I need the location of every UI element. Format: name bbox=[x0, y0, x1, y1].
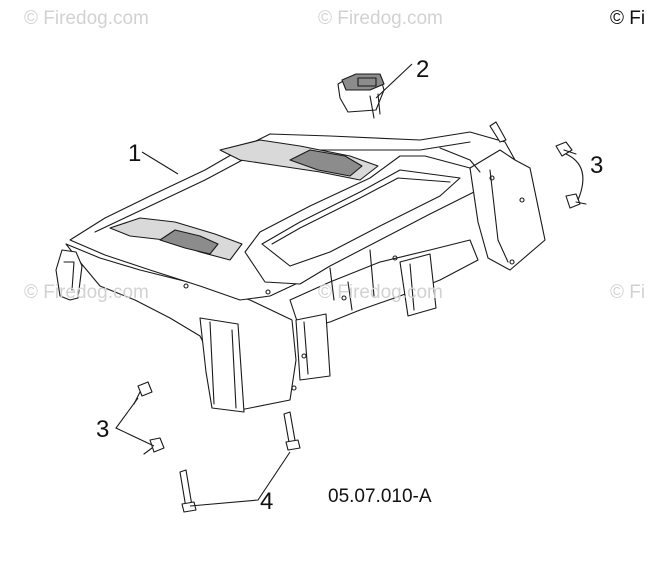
callout-part-3-left: 3 bbox=[96, 416, 110, 443]
watermark: © Fi bbox=[610, 8, 646, 29]
callout-part-3-right: 3 bbox=[590, 152, 604, 179]
leader-part-3-right bbox=[565, 153, 584, 201]
callout-part-2: 2 bbox=[416, 56, 430, 83]
leader-part-3-left bbox=[115, 397, 155, 447]
part-4-bolts bbox=[179, 411, 301, 513]
callout-part-1: 1 bbox=[128, 140, 142, 167]
part-2-switch bbox=[337, 73, 385, 119]
callout-part-4: 4 bbox=[260, 488, 274, 515]
leader-part-2 bbox=[375, 63, 413, 99]
part-3-bolts-left bbox=[133, 381, 165, 455]
watermark: © Fi bbox=[610, 282, 646, 303]
watermark: © Firedog.com bbox=[318, 8, 443, 29]
part-1-console bbox=[55, 121, 546, 413]
watermark: © Firedog.com bbox=[318, 282, 443, 303]
part-3-bolts-right bbox=[555, 141, 587, 209]
leader-part-4 bbox=[189, 451, 291, 507]
leader-part-1 bbox=[141, 151, 179, 175]
watermark: © Firedog.com bbox=[24, 282, 149, 303]
drawing-code: 05.07.010-A bbox=[328, 486, 432, 507]
watermark: © Firedog.com bbox=[24, 8, 149, 29]
